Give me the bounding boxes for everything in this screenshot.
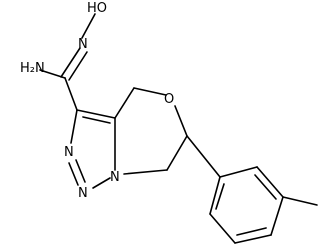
bond-ar3 <box>270 196 284 236</box>
bond-ar4 <box>234 234 272 244</box>
atom-oxime-n: N <box>78 37 88 52</box>
bond-ar2-inner <box>254 174 277 200</box>
bonds <box>39 13 318 244</box>
bond-c-nh2 <box>39 69 66 79</box>
atom-labels: HO N H₂N O N N N <box>20 1 174 201</box>
bond-c-ch2b <box>166 135 188 171</box>
atom-triazole-n3: N <box>110 170 120 185</box>
bond-ar5 <box>209 213 236 244</box>
bond-n-c-double-a <box>60 47 81 78</box>
bond-c3-c3a <box>76 109 116 119</box>
bond-ar2 <box>256 166 284 198</box>
bond-ch2b-n <box>123 169 168 175</box>
bond-c3a-ch2 <box>114 87 135 119</box>
bond-oh-n <box>81 13 96 39</box>
bond-n-c-double-b <box>68 51 88 81</box>
bond-ar6-inner <box>215 183 225 210</box>
bond-c-c3 <box>64 77 78 111</box>
bond-o-c <box>174 105 188 137</box>
bond-methyl <box>282 196 318 206</box>
bond-ar4-inner <box>236 227 267 236</box>
bond-c3-n2 <box>70 109 78 144</box>
atom-triazole-n1: N <box>78 186 88 201</box>
bond-ar1 <box>219 166 258 178</box>
bond-ch2-o <box>133 87 167 96</box>
bond-ar6 <box>209 176 221 215</box>
bond-c-aryl <box>186 135 221 178</box>
atom-triazole-n2: N <box>64 145 74 160</box>
bond-c3-c3a-inner <box>82 116 111 124</box>
atom-hydroxyl: HO <box>87 1 107 16</box>
bond-n1-n <box>92 177 111 189</box>
atom-ring-o: O <box>164 92 174 107</box>
atom-amine: H₂N <box>20 61 45 76</box>
bond-n1-n2-a <box>75 159 86 183</box>
bond-n1-n2-b <box>68 162 79 186</box>
